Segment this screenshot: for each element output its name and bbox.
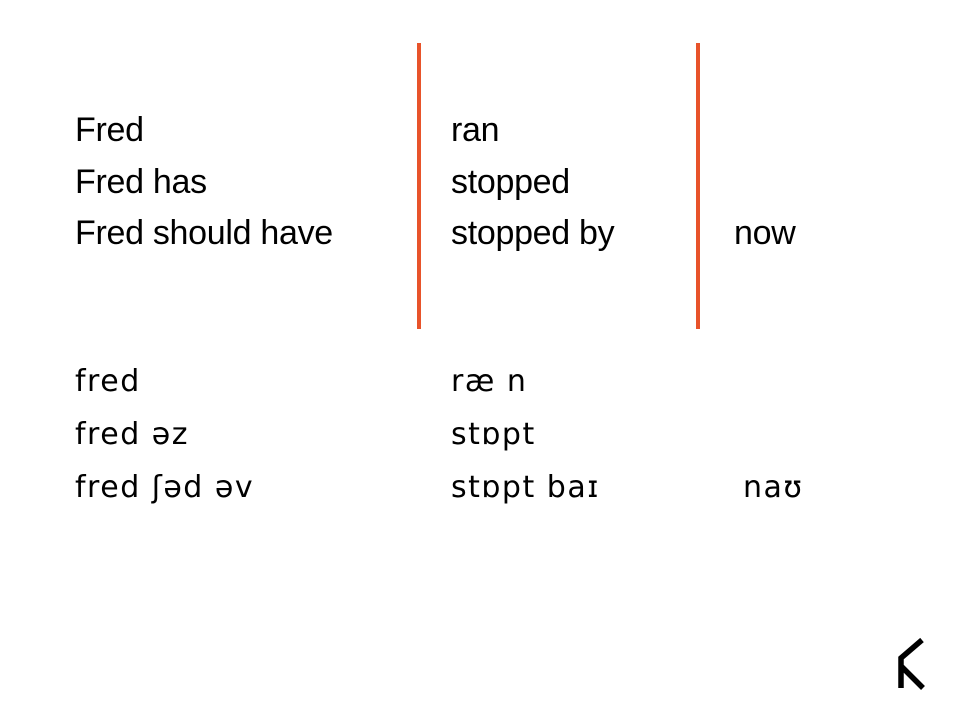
ipa-verb: ræ n — [451, 364, 528, 399]
ipa-adverb: naʊ — [743, 470, 804, 505]
english-verb: ran — [451, 111, 500, 149]
english-subject: Fred — [75, 111, 144, 149]
ipa-verb: stɒpt baɪ — [451, 470, 600, 505]
ipa-subject: fred — [75, 364, 141, 399]
english-subject: Fred should have — [75, 214, 333, 252]
chevron-logo-icon — [898, 637, 925, 690]
column-divider-1 — [417, 43, 421, 329]
ipa-subject: fred əz — [75, 417, 189, 452]
ipa-subject: fred ʃəd əv — [75, 470, 255, 505]
ipa-verb: stɒpt — [451, 417, 536, 452]
english-adverb: now — [734, 214, 796, 252]
english-verb: stopped by — [451, 214, 615, 252]
english-subject: Fred has — [75, 163, 207, 201]
column-divider-2 — [696, 43, 700, 329]
english-verb: stopped — [451, 163, 570, 201]
